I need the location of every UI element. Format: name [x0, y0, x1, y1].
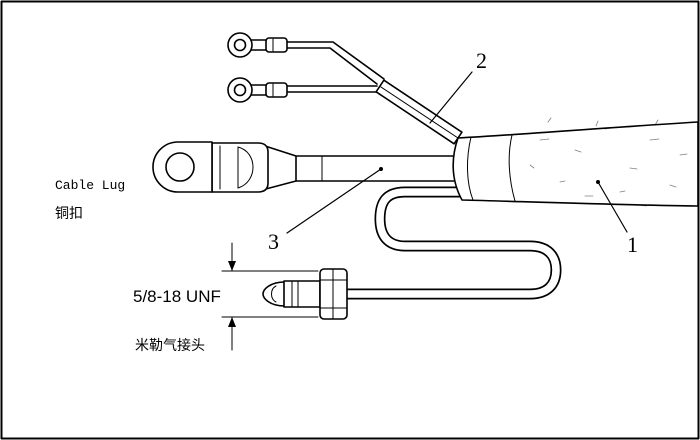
capillary-tube — [343, 186, 562, 300]
fitting-dome — [262, 281, 286, 307]
main-cable-body — [452, 121, 699, 207]
ring-hole — [233, 38, 247, 52]
signal-wires — [286, 41, 385, 93]
fitting-body — [283, 280, 321, 308]
dimension-arrow-down — [228, 261, 236, 271]
callout-leaders — [286, 71, 628, 234]
sleeve-center-line — [380, 86, 459, 139]
label-fitting-cn: 米勒气接头 — [135, 337, 205, 354]
lug-barrel — [211, 142, 269, 193]
ring-crimp — [265, 82, 288, 98]
flare-fitting — [262, 268, 348, 320]
tube-bore — [343, 188, 560, 298]
ring-outer — [227, 32, 253, 58]
callout-part-2: 2 — [476, 48, 487, 73]
lug-palm — [152, 141, 213, 193]
ring-terminal-top — [227, 32, 288, 58]
lug-cable-edges — [295, 155, 471, 182]
main-cable-end-face — [466, 136, 474, 201]
lug-barrel-curve — [237, 146, 254, 189]
lug-hole — [165, 152, 195, 182]
ring-terminal-second — [227, 77, 288, 103]
thread-dimension — [221, 242, 319, 351]
ring-tab — [250, 39, 267, 51]
main-cable-texture — [529, 117, 688, 207]
ring-tab — [250, 84, 267, 96]
leader-part-3 — [286, 168, 382, 234]
lug-cable — [295, 155, 471, 182]
ring-crimp — [265, 37, 288, 53]
callout-part-1: 1 — [627, 232, 638, 257]
label-thread-spec: 5/8-18 UNF — [133, 287, 221, 306]
leader-part-3-dot — [379, 167, 383, 171]
label-cable-lug: Cable Lug — [55, 178, 125, 193]
cable-lug — [152, 141, 297, 193]
fitting-dome-highlight — [271, 285, 277, 303]
leader-part-1 — [597, 181, 628, 233]
leader-part-1-dot — [596, 180, 600, 184]
leader-part-2 — [429, 71, 473, 124]
dimension-arrow-up — [228, 317, 236, 327]
main-cable-wrap-band — [508, 134, 516, 202]
fitting-nut-faces — [319, 268, 348, 320]
main-cable — [452, 117, 699, 207]
label-cable-lug-cn: 铜扣 — [55, 206, 83, 222]
wire-top-upper-edge — [286, 41, 385, 80]
dimension-extension-lines — [221, 270, 319, 318]
ring-outer — [227, 77, 253, 103]
ring-hole — [233, 83, 247, 97]
callout-part-3: 3 — [268, 229, 279, 254]
wire-top-lower-edge — [286, 47, 378, 85]
wire-sleeve — [375, 79, 463, 145]
